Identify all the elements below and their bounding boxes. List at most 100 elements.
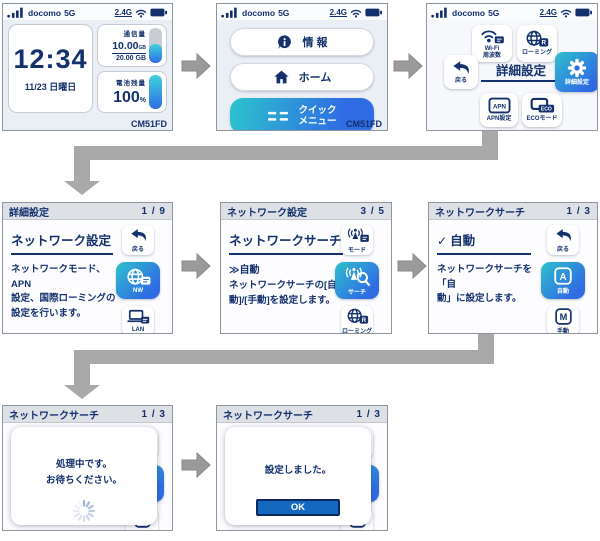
info-button[interactable]: 情 報 bbox=[230, 28, 374, 56]
page-indicator: 1 / 3 bbox=[141, 408, 166, 420]
battery-unit: % bbox=[139, 96, 146, 104]
network-type-label: 5G bbox=[64, 7, 76, 18]
back-label: 戻る bbox=[556, 246, 569, 253]
screen-header: 詳細設定 1 / 9 bbox=[3, 203, 172, 220]
network-type-label: 5G bbox=[278, 7, 290, 18]
page-indicator: 1 / 3 bbox=[566, 205, 591, 217]
quick-menu-button[interactable]: クイック メニュー bbox=[230, 98, 374, 130]
apn-settings-label: APN設定 bbox=[486, 116, 512, 123]
data-used-unit: GB bbox=[138, 45, 147, 52]
data-usage-card: 通信量 10.00GB 20.00 GB bbox=[97, 24, 167, 67]
device-model-label: CM51FD bbox=[345, 119, 382, 129]
page-indicator: 3 / 5 bbox=[360, 205, 385, 217]
screen-header: ネットワークサーチ 1 / 3 bbox=[429, 203, 597, 220]
network-settings-label: NW bbox=[133, 287, 143, 294]
network-globe-icon bbox=[126, 268, 150, 285]
settings-menu-title: 詳細設定 bbox=[495, 64, 546, 78]
clock-date: 11/23 日曜日 bbox=[24, 82, 77, 92]
network-search-button[interactable]: サーチ bbox=[335, 262, 379, 299]
ok-button[interactable]: OK bbox=[256, 499, 340, 516]
data-total-value: 20.00 GB bbox=[116, 55, 146, 63]
auto-icon: A bbox=[554, 266, 572, 285]
network-search-icon bbox=[345, 267, 371, 286]
svg-text:ECO: ECO bbox=[540, 107, 551, 113]
battery-gauge bbox=[149, 74, 162, 109]
wifi-frequency-button[interactable]: Wi-Fi 周波数 bbox=[472, 25, 512, 62]
item-description: ネットワークサーチを「自 動」に設定します。 bbox=[437, 264, 533, 305]
lan-settings-button[interactable]: LAN bbox=[122, 306, 154, 333]
back-label: 戻る bbox=[454, 77, 467, 84]
carrier-label: docomo bbox=[242, 7, 276, 18]
mode-label: モード bbox=[347, 247, 366, 254]
svg-text:R: R bbox=[361, 317, 366, 323]
screen-network-settings: ネットワーク設定 3 / 5 ネットワークサーチ ≫自動 ネットワークサーチの[… bbox=[220, 202, 392, 334]
apn-settings-button[interactable]: APN APN設定 bbox=[480, 93, 518, 127]
status-bar: docomo 5G 2.4G bbox=[217, 4, 387, 20]
home-icon bbox=[274, 70, 289, 84]
home-button-label: ホーム bbox=[298, 72, 332, 84]
auto-button[interactable]: A 自動 bbox=[541, 262, 585, 299]
header-title: 詳細設定 bbox=[9, 207, 49, 219]
wifi-band-label: 2.4G bbox=[539, 8, 557, 17]
clock-card: 12:34 11/23 日曜日 bbox=[8, 24, 93, 113]
step-arrow-icon bbox=[181, 451, 211, 479]
status-bar: docomo 5G 2.4G bbox=[3, 4, 172, 20]
header-title: ネットワークサーチ bbox=[9, 410, 99, 422]
screen-header: ネットワークサーチ 1 / 3 bbox=[217, 406, 387, 423]
battery-icon bbox=[575, 8, 592, 17]
connector-arrowhead-icon bbox=[64, 181, 100, 195]
manual-label: 手動 bbox=[556, 328, 569, 334]
apn-icon: APN bbox=[488, 97, 510, 114]
screen-header: ネットワーク設定 3 / 5 bbox=[221, 203, 391, 220]
info-button-label: 情 報 bbox=[302, 37, 328, 49]
manual-button[interactable]: M 手動 bbox=[547, 306, 579, 333]
data-usage-gauge bbox=[149, 28, 162, 63]
roaming-icon: R bbox=[347, 308, 368, 323]
eco-mode-icon: ECO bbox=[530, 97, 554, 113]
back-button[interactable]: 戻る bbox=[444, 55, 478, 89]
item-description: ネットワークサーチの[自 動]/[手動]を設定します。 bbox=[229, 280, 337, 306]
page-indicator: 1 / 9 bbox=[141, 205, 166, 217]
svg-text:R: R bbox=[541, 40, 546, 47]
screen-settings-menu: docomo 5G 2.4G Wi-Fi 周波数 R ローミング 戻る 詳 bbox=[426, 3, 598, 131]
screen-result-dialog: ネットワークサーチ 1 / 3 ✓自動 ネットワークサーチを「自 動」に設定しま… bbox=[216, 405, 388, 531]
svg-text:A: A bbox=[559, 271, 566, 282]
carrier-label: docomo bbox=[28, 7, 62, 18]
connector-arrowhead-icon bbox=[64, 385, 100, 399]
roaming-button[interactable]: R ローミング bbox=[341, 306, 373, 333]
info-pin-icon bbox=[278, 34, 292, 49]
wifi-icon bbox=[135, 9, 147, 17]
title-underline bbox=[437, 253, 531, 255]
manual-icon: M bbox=[554, 307, 572, 325]
roaming-button[interactable]: R ローミング bbox=[517, 25, 557, 62]
network-mode-icon bbox=[347, 227, 369, 242]
connector-line bbox=[74, 350, 494, 364]
mode-button[interactable]: モード bbox=[341, 225, 373, 255]
back-button[interactable]: 戻る bbox=[547, 225, 579, 255]
detail-settings-button[interactable]: 詳細設定 bbox=[555, 52, 597, 92]
result-dialog: 設定しました。 OK bbox=[225, 427, 371, 525]
signal-strength-icon bbox=[431, 7, 447, 18]
status-bar: docomo 5G 2.4G bbox=[427, 4, 597, 20]
connector-line bbox=[74, 350, 90, 386]
back-button[interactable]: 戻る bbox=[122, 225, 154, 255]
step-arrow-icon bbox=[181, 52, 211, 80]
home-button[interactable]: ホーム bbox=[230, 63, 374, 91]
item-title: ネットワークサーチ bbox=[229, 234, 342, 248]
roaming-label: ローミング bbox=[341, 328, 372, 334]
svg-text:M: M bbox=[559, 312, 567, 322]
quick-menu-button-label: クイック メニュー bbox=[298, 104, 337, 127]
screen-network-search: ネットワークサーチ 1 / 3 ✓自動 ネットワークサーチを「自 動」に設定しま… bbox=[428, 202, 598, 334]
header-title: ネットワークサーチ bbox=[223, 410, 313, 422]
lan-icon bbox=[127, 309, 150, 324]
eco-mode-button[interactable]: ECO ECOモード bbox=[522, 93, 562, 127]
screen-processing-dialog: ネットワークサーチ 1 / 3 ✓自動 ネットワークサーチを「自 動」に設定しま… bbox=[2, 405, 173, 531]
header-title: ネットワーク設定 bbox=[227, 207, 307, 219]
screen-menu: docomo 5G 2.4G 情 報 ホーム クイック メニュー bbox=[216, 3, 388, 131]
battery-label: 電池残量 bbox=[116, 79, 146, 87]
connector-line bbox=[74, 146, 498, 160]
roaming-icon: R bbox=[526, 30, 549, 47]
network-settings-button[interactable]: NW bbox=[116, 262, 160, 299]
network-type-label: 5G bbox=[488, 7, 500, 18]
